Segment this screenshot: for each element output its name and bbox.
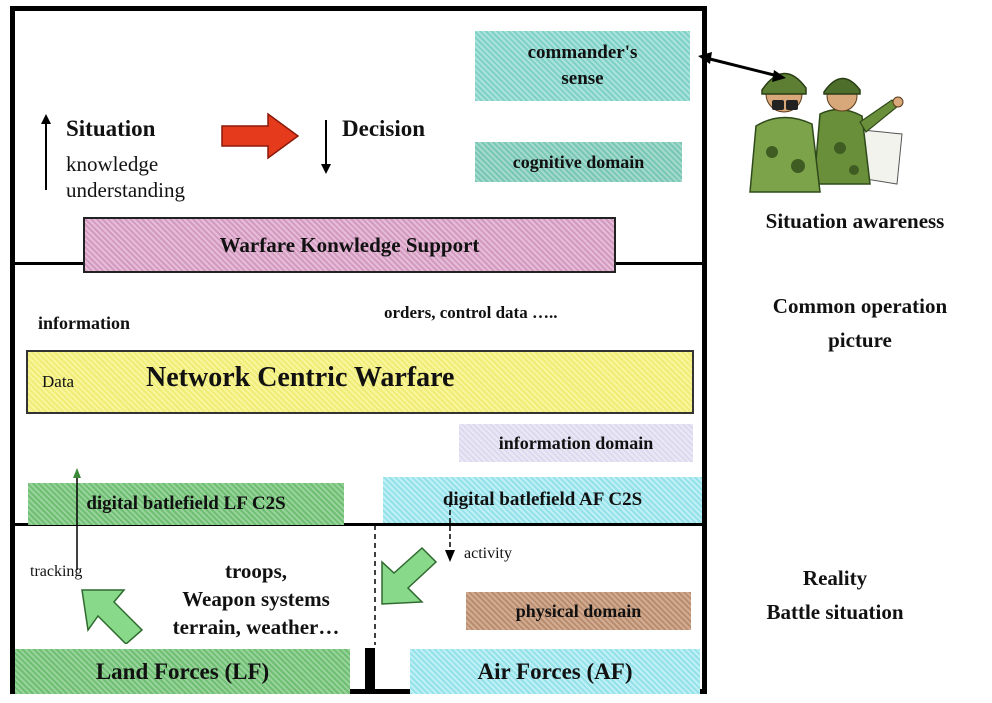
information-domain-label: information domain xyxy=(498,432,654,453)
physical-domain-label: physical domain xyxy=(515,600,642,621)
common-operation-picture-label: Common operation picture xyxy=(740,290,980,357)
network-centric-warfare-title: Network Centric Warfare xyxy=(146,362,455,393)
weapon-systems-label: Weapon systems xyxy=(182,587,330,611)
physical-domain-box: physical domain xyxy=(466,592,691,630)
situation-up-arrow xyxy=(41,114,51,190)
activity-down-arrow xyxy=(445,502,455,562)
af-c2s-box: digital batlefield AF C2S xyxy=(383,477,702,523)
reality-battle-situation-label: Reality Battle situation xyxy=(720,562,950,629)
tracking-up-arrow xyxy=(73,468,81,570)
situation-label: Situation xyxy=(66,116,156,141)
land-forces-label: Land Forces (LF) xyxy=(95,658,270,684)
commanders-sense-box: commander's sense xyxy=(475,31,690,101)
commanders-sense-label: commander's sense xyxy=(527,42,638,89)
common-operation-line2: picture xyxy=(828,327,892,352)
reality-line1: Reality xyxy=(802,566,868,590)
dashed-separator xyxy=(374,525,376,645)
lf-c2s-label: digital batlefield LF C2S xyxy=(86,493,286,515)
troops-text-block: troops, Weapon systems terrain, weather… xyxy=(140,557,372,641)
reality-line2: Battle situation xyxy=(766,599,904,624)
red-right-arrow-icon xyxy=(221,112,300,160)
knowledge-label: knowledge xyxy=(66,152,159,176)
double-headed-arrow xyxy=(698,52,786,82)
cognitive-domain-label: cognitive domain xyxy=(512,151,645,172)
forces-divider xyxy=(365,648,375,694)
decision-down-arrow xyxy=(321,120,331,174)
af-c2s-label: digital batlefield AF C2S xyxy=(442,489,643,511)
information-label: information xyxy=(38,313,130,333)
common-operation-line1: Common operation xyxy=(772,294,948,318)
network-centric-warfare-box: Data Network Centric Warfare xyxy=(26,350,694,414)
orders-control-data-label: orders, control data ….. xyxy=(384,303,558,322)
situation-awareness-label: Situation awareness xyxy=(765,209,945,233)
diagram-frame xyxy=(10,6,707,694)
divider-information-physical xyxy=(10,523,707,526)
air-forces-label: Air Forces (AF) xyxy=(477,658,633,684)
land-forces-box: Land Forces (LF) xyxy=(15,649,350,694)
warfare-knowledge-support-label: Warfare Konwledge Support xyxy=(219,232,480,257)
understanding-label: understanding xyxy=(66,178,185,202)
green-arrow-down-left-icon xyxy=(381,546,438,605)
warfare-knowledge-support-box: Warfare Konwledge Support xyxy=(83,217,616,273)
cognitive-domain-box: cognitive domain xyxy=(475,142,682,182)
terrain-weather-label: terrain, weather… xyxy=(172,615,340,639)
tracking-label: tracking xyxy=(30,563,83,580)
soldiers-illustration xyxy=(749,72,904,193)
activity-label: activity xyxy=(464,545,512,562)
lf-c2s-box: digital batlefield LF C2S xyxy=(28,483,344,525)
troops-label: troops, xyxy=(224,559,288,583)
green-arrow-up-left-icon xyxy=(81,589,144,644)
air-forces-box: Air Forces (AF) xyxy=(410,649,700,694)
decision-label: Decision xyxy=(342,116,426,141)
data-label: Data xyxy=(42,372,75,391)
information-domain-box: information domain xyxy=(459,424,693,462)
